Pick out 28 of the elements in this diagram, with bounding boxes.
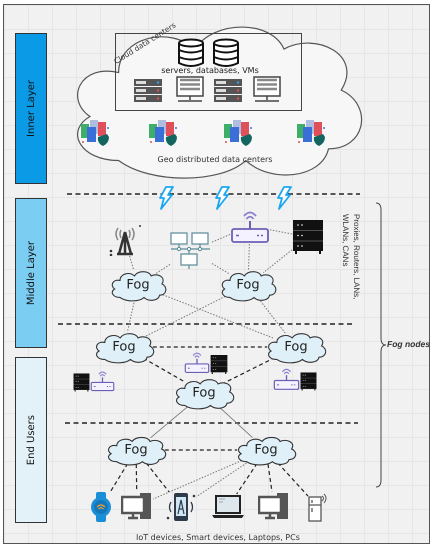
connector-line <box>164 449 238 451</box>
box-caption: servers, databases, VMs <box>160 66 260 75</box>
connector-line <box>212 234 230 243</box>
layer-label: Middle Layer <box>26 240 36 306</box>
layer-label: Inner Layer <box>26 80 36 137</box>
connector-line <box>110 463 128 492</box>
connector-line <box>129 256 134 271</box>
fog-label: Fog <box>191 386 217 400</box>
connector-line <box>262 249 292 274</box>
fog-label: Fog <box>123 444 149 456</box>
connector-line <box>155 264 170 274</box>
layer-label: End Users <box>26 414 36 466</box>
fog-label: Fog <box>235 278 261 292</box>
connector-line <box>150 405 190 438</box>
connector-line <box>270 229 292 234</box>
fog-label: Fog <box>283 340 309 354</box>
connector-line <box>236 463 258 494</box>
connector-line <box>248 244 250 271</box>
connector-line <box>267 464 273 492</box>
connector-line <box>146 462 170 492</box>
network-types-label: Proxies, Routers, LANs, WLANs, CANs <box>340 214 362 302</box>
cloud-caption: Geo distributed data centers <box>156 155 274 164</box>
connector-line <box>152 346 268 348</box>
fog-label: Fog <box>253 444 279 456</box>
fog-label: Fog <box>125 278 151 292</box>
devices-caption: IoT devices, Smart devices, Laptops, PCs <box>136 533 300 542</box>
connector-line <box>212 263 230 275</box>
fog-label: Fog <box>111 340 137 354</box>
